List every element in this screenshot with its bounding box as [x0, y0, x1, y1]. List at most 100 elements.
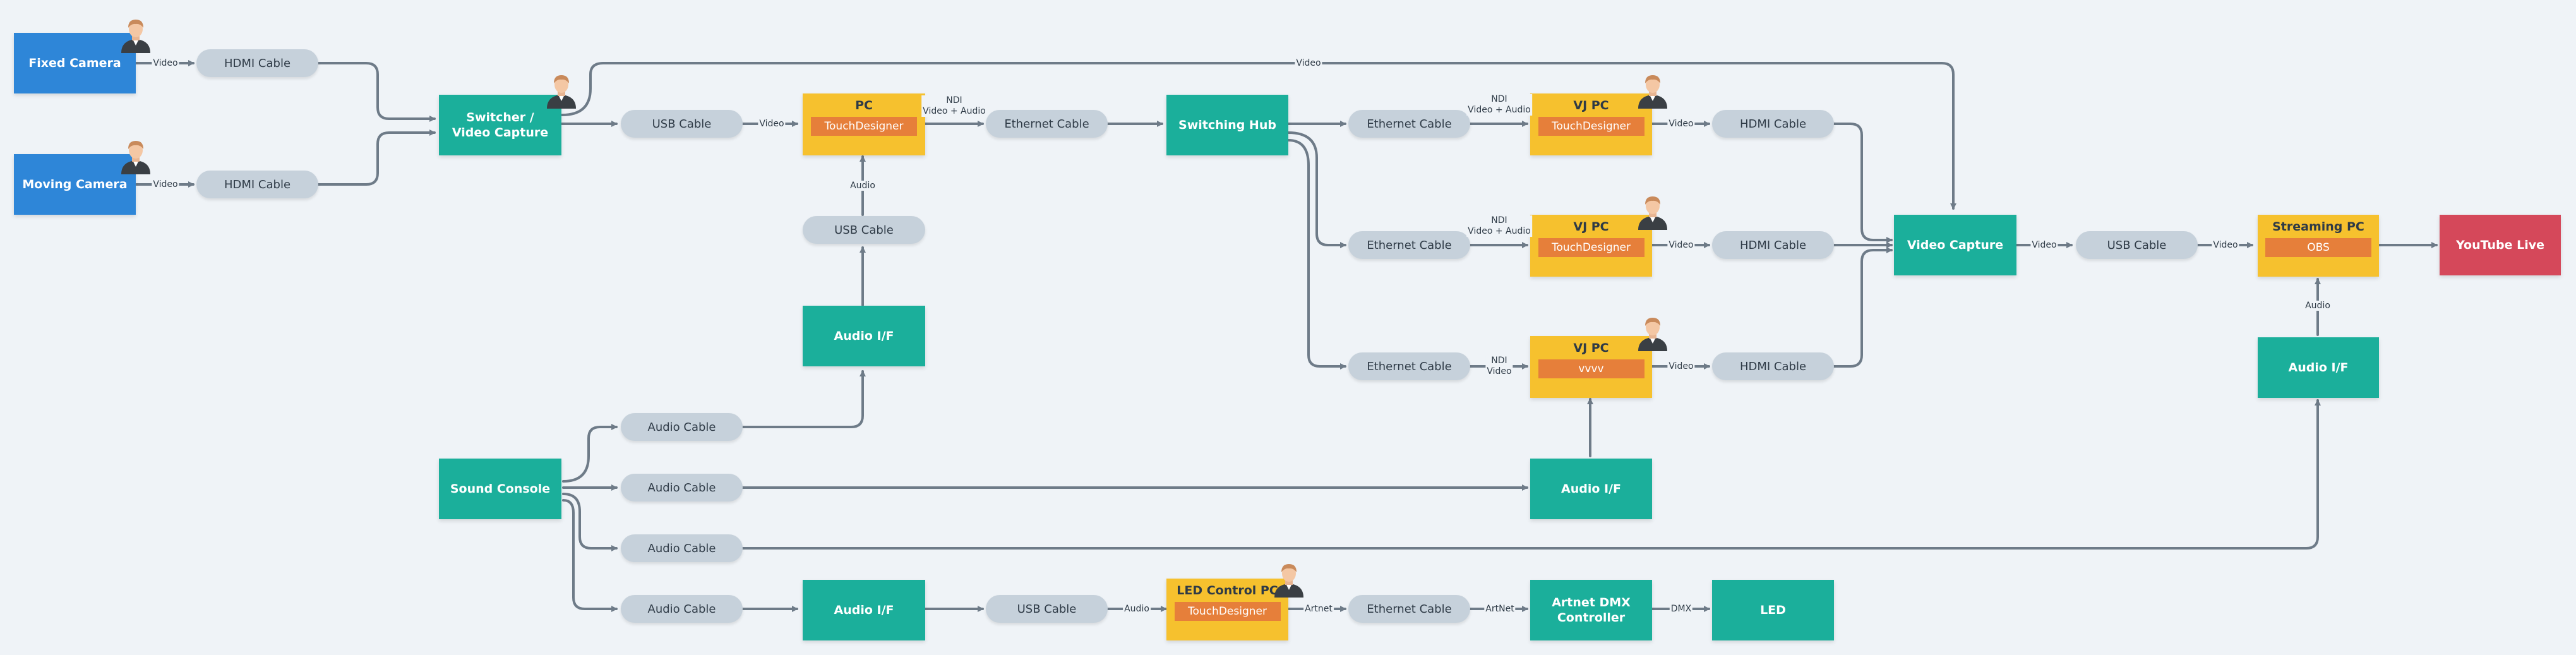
hdmi-cable-vj1: HDMI Cable — [1712, 110, 1834, 138]
line-hdmi3-to-capture — [1833, 247, 1893, 368]
led-control-pc-software-badge: TouchDesigner — [1174, 602, 1281, 621]
person-icon — [547, 75, 576, 109]
label-audio-up: Audio — [849, 181, 877, 191]
led-control-pc-node: LED Control PC TouchDesigner — [1166, 579, 1288, 640]
streaming-pc-software-badge: OBS — [2265, 238, 2371, 257]
switcher-label-line1: Switcher / — [466, 111, 534, 124]
vj-pc-1-title: VJ PC — [1573, 99, 1609, 112]
label-ndi-pc-line2: Video + Audio — [923, 106, 986, 116]
audio-if-top-label: Audio I/F — [834, 329, 894, 343]
line-audio1-to-audioif — [741, 370, 866, 428]
audio-cable-2: Audio Cable — [621, 474, 743, 502]
label-ndi-vj3-line2: Video — [1487, 366, 1512, 376]
line-hub-to-eth2 — [1287, 131, 1346, 248]
audio-if-stream-label: Audio I/F — [2288, 361, 2349, 375]
line-hdmi1-to-capture — [1833, 123, 1893, 243]
switching-hub-node: Switching Hub — [1166, 95, 1288, 155]
video-capture-node: Video Capture — [1894, 215, 2016, 275]
label-ndi-vj1: NDI Video + Audio — [1466, 94, 1532, 116]
ethernet-cable-vj2: Ethernet Cable — [1348, 231, 1470, 259]
label-video-vj2: Video — [1667, 240, 1695, 250]
sound-console-label: Sound Console — [450, 482, 551, 496]
label-video-fixed: Video — [152, 58, 179, 68]
label-ndi-pc: NDI Video + Audio — [921, 95, 987, 117]
sound-console-node: Sound Console — [439, 459, 561, 519]
person-icon — [1638, 75, 1667, 109]
label-ndi-vj2-line1: NDI — [1491, 215, 1507, 225]
label-ndi-vj3: NDI Video — [1485, 356, 1513, 377]
line-console-to-audio1 — [562, 424, 618, 483]
line-console-to-audio3 — [562, 493, 618, 551]
vj-pc-1-node: VJ PC TouchDesigner — [1530, 93, 1652, 155]
hdmi-cable-vj2: HDMI Cable — [1712, 231, 1834, 259]
hdmi-cable-moving: HDMI Cable — [196, 171, 318, 198]
usb-cable-switcher: USB Cable — [621, 110, 743, 138]
line-hdmi-to-switcher-top — [317, 62, 436, 122]
ethernet-cable-vj3: Ethernet Cable — [1348, 352, 1470, 380]
audio-cable-1: Audio Cable — [621, 413, 743, 441]
switcher-node: Switcher / Video Capture — [439, 95, 561, 155]
label-video-capture-out: Video — [2030, 240, 2058, 250]
person-icon — [121, 20, 150, 53]
vj-pc-3-title: VJ PC — [1573, 341, 1609, 355]
label-video-top: Video — [1295, 58, 1322, 68]
audio-if-bottom-label: Audio I/F — [834, 603, 894, 617]
artnet-dmx-controller-node: Artnet DMX Controller — [1530, 580, 1652, 640]
led-node: LED — [1712, 580, 1834, 640]
audio-if-bottom-node: Audio I/F — [803, 580, 925, 640]
artnet-label-line2: Controller — [1557, 611, 1626, 625]
label-video-usb: Video — [758, 119, 786, 129]
pc-node: PC TouchDesigner — [803, 93, 925, 155]
ethernet-cable-vj1: Ethernet Cable — [1348, 110, 1470, 138]
artnet-label-line1: Artnet DMX — [1552, 596, 1631, 610]
label-video-vj3: Video — [1667, 361, 1695, 371]
label-ndi-vj2-line2: Video + Audio — [1468, 226, 1531, 236]
fixed-camera-label: Fixed Camera — [28, 56, 121, 70]
fixed-camera-node: Fixed Camera — [14, 33, 136, 93]
vj-pc-2-title: VJ PC — [1573, 220, 1609, 234]
line-console-to-audio4 — [562, 499, 618, 612]
label-audio-stream: Audio — [2304, 301, 2332, 311]
led-label: LED — [1760, 603, 1786, 617]
video-capture-label: Video Capture — [1907, 238, 2004, 252]
streaming-pc-title: Streaming PC — [2272, 220, 2364, 234]
moving-camera-node: Moving Camera — [14, 154, 136, 215]
switching-hub-label: Switching Hub — [1178, 118, 1276, 132]
pc-software-badge: TouchDesigner — [811, 117, 917, 136]
label-video-moving: Video — [152, 179, 179, 189]
youtube-live-node: YouTube Live — [2440, 215, 2561, 275]
usb-cable-audio: USB Cable — [803, 216, 925, 244]
audio-cable-3: Audio Cable — [621, 534, 743, 562]
label-audio-led: Audio — [1123, 604, 1151, 614]
label-dmx: DMX — [1669, 604, 1693, 614]
person-icon — [1638, 318, 1667, 351]
pc-title: PC — [855, 99, 873, 112]
label-ndi-vj2: NDI Video + Audio — [1466, 215, 1532, 237]
label-ndi-vj1-line1: NDI — [1491, 94, 1507, 104]
label-artnet-in: ArtNet — [1484, 604, 1516, 614]
person-icon — [121, 141, 150, 174]
ethernet-cable-led: Ethernet Cable — [1348, 595, 1470, 623]
line-hub-to-eth3 — [1287, 139, 1346, 370]
audio-if-top-node: Audio I/F — [803, 306, 925, 366]
switcher-label-line2: Video Capture — [452, 126, 549, 140]
usb-cable-capture: USB Cable — [2076, 231, 2198, 259]
label-ndi-vj1-line2: Video + Audio — [1468, 105, 1531, 115]
line-switcher-video-top — [561, 62, 1956, 210]
label-ndi-vj3-line1: NDI — [1491, 356, 1507, 366]
vj-pc-1-software-badge: TouchDesigner — [1538, 117, 1644, 136]
label-video-vj1: Video — [1667, 119, 1695, 129]
line-hdmi-to-switcher-bottom — [317, 129, 436, 186]
audio-if-stream-node: Audio I/F — [2258, 337, 2379, 398]
audio-cable-4: Audio Cable — [621, 595, 743, 623]
vj-pc-2-software-badge: TouchDesigner — [1538, 238, 1644, 257]
vj-pc-2-node: VJ PC TouchDesigner — [1530, 215, 1652, 277]
ethernet-cable-pc: Ethernet Cable — [986, 110, 1108, 138]
led-control-pc-title: LED Control PC — [1177, 584, 1278, 598]
audio-if-vj-label: Audio I/F — [1561, 482, 1621, 496]
person-icon — [1638, 196, 1667, 230]
streaming-pc-node: Streaming PC OBS — [2258, 215, 2379, 277]
hdmi-cable-vj3: HDMI Cable — [1712, 352, 1834, 380]
moving-camera-label: Moving Camera — [22, 177, 128, 191]
label-ndi-pc-line1: NDI — [946, 95, 962, 105]
